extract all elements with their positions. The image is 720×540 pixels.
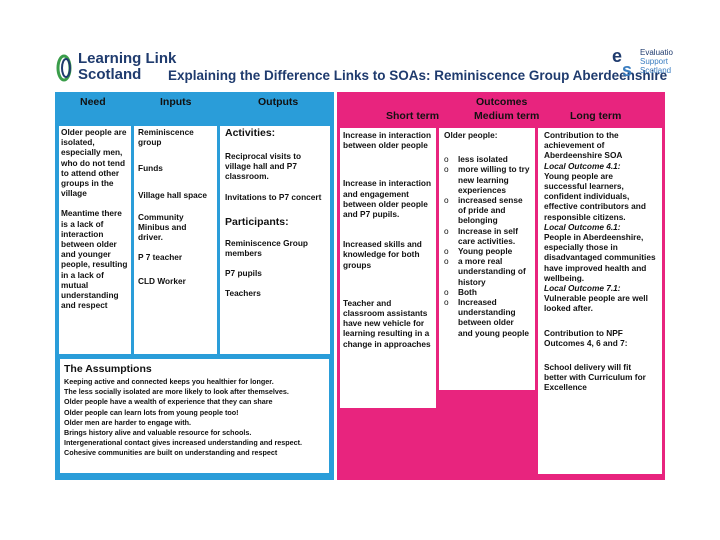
output-participant: P7 pupils	[225, 268, 262, 279]
input-item: CLD Worker	[138, 275, 186, 286]
long-term-text: Vulnerable people are well looked after.	[544, 293, 648, 314]
participants-label: Participants:	[225, 215, 289, 228]
assumption-line: Older men are harder to engage with.	[64, 417, 192, 427]
svg-text:s: s	[622, 60, 632, 78]
short-term-header: Short term	[386, 110, 440, 122]
assumptions-title: The Assumptions	[64, 363, 152, 375]
outputs-cell: Activities: Reciprocal visits to village…	[220, 126, 330, 354]
assumptions-box: The Assumptions Keeping active and conne…	[60, 359, 329, 473]
blue-header-bar	[55, 92, 334, 126]
input-item: Reminiscence group	[138, 127, 194, 148]
activities-label: Activities:	[225, 127, 276, 139]
evaluation-support-logo: e s Evaluatio Support Scotland	[612, 46, 684, 80]
es-logo-icon: e s	[612, 46, 632, 78]
need-text-2: Meantime there is a lack of interaction …	[61, 208, 128, 311]
need-text-1: Older people are isolated, especially me…	[61, 127, 127, 199]
long-term-text: People in Aberdeenshire, especially thos…	[544, 232, 656, 283]
local-outcome-label: Local Outcome 6.1:	[544, 221, 621, 232]
assumption-line: Keeping active and connected keeps you h…	[64, 377, 274, 386]
pink-header-bar	[337, 92, 665, 126]
long-term-header: Long term	[570, 110, 622, 122]
assumption-line: Brings history alive and valuable resour…	[64, 428, 252, 438]
assumption-line: Older people have a wealth of experience…	[64, 397, 273, 407]
learning-link-logo-icon	[56, 54, 72, 82]
output-participant: Reminiscence Group members	[225, 237, 308, 259]
bullet-icon: o	[444, 164, 449, 175]
need-header: Need	[80, 96, 106, 108]
output-activity: Reciprocal visits to village hall and P7…	[225, 151, 302, 182]
input-item: Village hall space	[138, 189, 208, 200]
bullet-icon: o	[444, 225, 449, 236]
long-term-text: Contribution to NPF Outcomes 4, 6 and 7:	[544, 327, 628, 348]
logo-right-line2: Support	[640, 57, 669, 66]
inputs-header: Inputs	[160, 96, 192, 108]
logo-right-line3: Scotland	[640, 66, 672, 75]
svg-text:e: e	[612, 46, 622, 66]
inputs-cell: Reminiscence group Funds Village hall sp…	[134, 126, 217, 354]
assumption-line: Intergenerational contact gives increase…	[64, 438, 303, 448]
outcomes-header: Outcomes	[476, 96, 528, 108]
local-outcome-label: Local Outcome 4.1:	[544, 160, 621, 171]
short-term-cell: Increase in interaction between older pe…	[340, 128, 436, 408]
logo-right-line1: Evaluatio	[640, 48, 673, 57]
input-item: Funds	[138, 163, 163, 174]
learning-link-logo: Learning Link Scotland	[56, 50, 176, 86]
long-term-text: School delivery will fit better with Cur…	[544, 362, 646, 393]
short-term-item: Increase in interaction and engagement b…	[343, 178, 432, 220]
input-item: P 7 teacher	[138, 252, 183, 263]
long-term-text: Young people are successful learners, co…	[544, 170, 646, 222]
bullet-icon: o	[444, 256, 449, 267]
bullet-icon: o	[444, 246, 449, 257]
assumption-line: Older people can learn lots from young p…	[64, 407, 239, 417]
medium-term-header: Medium term	[474, 110, 540, 122]
bullet-icon: o	[444, 195, 449, 206]
output-activity: Invitations to P7 concert	[225, 191, 322, 202]
bullet-icon: o	[444, 286, 449, 297]
logo-left-line2: Scotland	[78, 66, 142, 83]
assumption-line: Cohesive communities are built on unders…	[64, 448, 278, 458]
long-term-cell: Contribution to the achievement of Aberd…	[538, 128, 662, 474]
short-term-item: Teacher and classroom assistants have ne…	[343, 297, 431, 349]
assumption-line: The less socially isolated are more like…	[64, 387, 289, 397]
need-cell: Older people are isolated, especially me…	[59, 126, 131, 354]
logo-left-line1: Learning Link	[78, 50, 177, 67]
page-title: Explaining the Difference Links to SOAs:…	[168, 68, 668, 83]
input-item: Community Minibus and driver.	[138, 211, 187, 243]
bullet-icon: o	[444, 297, 449, 308]
bullet-icon: o	[444, 154, 449, 165]
short-term-item: Increased skills and knowledge for both …	[343, 239, 422, 270]
long-term-text: Contribution to the achievement of Aberd…	[544, 130, 623, 161]
output-participant: Teachers	[225, 288, 261, 299]
outputs-header: Outputs	[258, 96, 299, 108]
short-term-item: Increase in interaction between older pe…	[343, 130, 432, 151]
medium-term-heading: Older people:	[444, 130, 498, 140]
local-outcome-label: Local Outcome 7.1:	[544, 283, 621, 294]
